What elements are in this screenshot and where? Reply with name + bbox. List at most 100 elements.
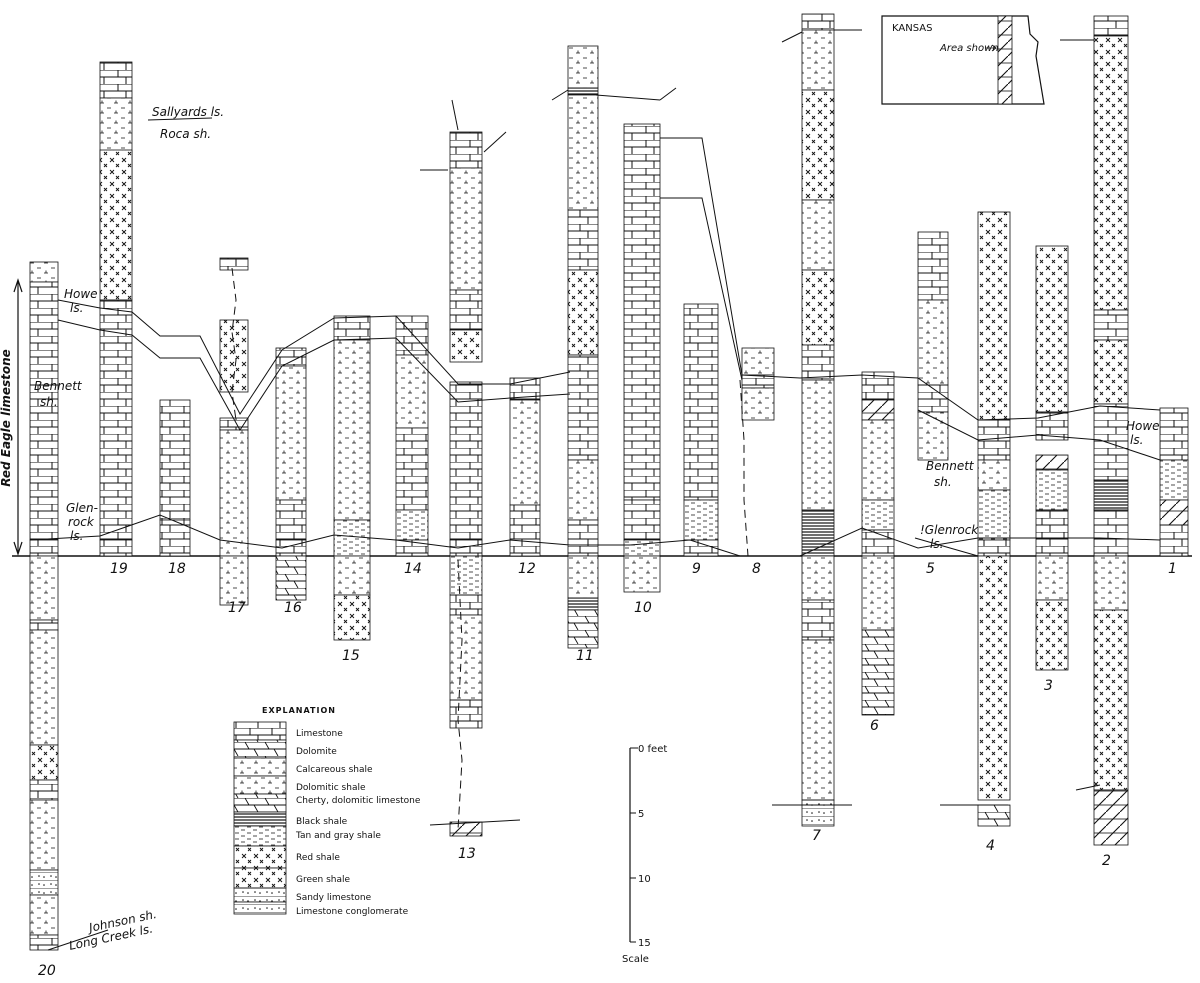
lithology-unit: [801, 13, 835, 31]
lithology-unit: [861, 399, 895, 421]
scale-caption: Scale: [622, 954, 649, 965]
lithology-unit: [801, 639, 835, 801]
section-number-8: 8: [752, 561, 761, 577]
lithology-unit: [29, 281, 59, 541]
lithology-unit: [29, 629, 59, 746]
lithology-unit: [623, 499, 661, 541]
label-howe-left-1: Howe: [64, 287, 98, 301]
lithology-unit: [567, 269, 599, 356]
lithology-unit: [1159, 459, 1189, 501]
lithology-unit: [801, 599, 835, 641]
legend-swatch: [233, 739, 287, 759]
label-howe-right-2: ls.: [1130, 433, 1143, 447]
lithology-unit: [99, 61, 133, 99]
label-glenrock-right-2: ls.: [930, 537, 943, 551]
lithology-unit: [567, 519, 599, 557]
section-number-9: 9: [692, 561, 701, 577]
lithology-unit: [29, 799, 59, 871]
label-glenrock-right-1: !Glenrock: [920, 523, 979, 537]
lithology-unit: [1159, 407, 1189, 461]
lithology-unit: [567, 609, 599, 649]
lithology-unit: [333, 315, 371, 341]
section-column-5: [917, 231, 949, 461]
lithology-unit: [449, 167, 483, 291]
legend-item: Tan and gray shale: [233, 825, 381, 847]
lithology-unit: [275, 499, 307, 541]
lithology-unit: [219, 319, 249, 393]
lithology-unit: [275, 365, 307, 501]
section-number-4: 4: [986, 838, 995, 854]
legend-label: Calcareous shale: [296, 765, 373, 775]
lithology-unit: [567, 87, 599, 96]
lithology-unit: [395, 315, 429, 356]
lithology-unit: [29, 934, 59, 951]
section-number-15: 15: [342, 648, 360, 664]
lithology-unit: [1093, 309, 1129, 341]
lithology-unit: [449, 555, 483, 596]
lithology-unit: [275, 347, 307, 367]
inset-state-label: KANSAS: [892, 23, 932, 34]
lithology-unit: [801, 555, 835, 601]
lithology-unit: [1093, 15, 1129, 37]
lithology-unit: [29, 869, 59, 896]
lithology-unit: [509, 399, 541, 506]
lithology-unit: [449, 289, 483, 331]
legend-item: Black shale: [233, 811, 348, 827]
lithology-unit: [977, 555, 1011, 801]
section-column-11: [567, 45, 599, 649]
lithology-unit: [29, 261, 59, 283]
label-bennett-right-2: sh.: [934, 475, 952, 489]
inset-area-label: Area shown: [939, 43, 999, 54]
legend-item: Green shale: [233, 867, 351, 889]
section-column-1: [1159, 407, 1189, 557]
lithology-unit: [29, 894, 59, 936]
section-number-6: 6: [870, 718, 879, 734]
lithology-unit: [333, 555, 371, 596]
legend-swatch: [233, 901, 287, 915]
legend-label: Red shale: [296, 853, 340, 863]
lithology-unit: [333, 519, 371, 557]
lithology-unit: [1159, 499, 1189, 526]
lithology-unit: [1093, 339, 1129, 405]
legend-label: Limestone: [296, 729, 343, 739]
lithology-unit: [567, 354, 599, 461]
label-glenrock-left-3: ls.: [70, 529, 83, 543]
label-bennett-left-1: Bennett: [34, 379, 83, 393]
lithology-unit: [99, 149, 133, 301]
lithology-unit: [567, 555, 599, 599]
lithology-unit: [741, 374, 775, 389]
lithology-unit: [449, 614, 483, 701]
section-column-8: [741, 347, 775, 421]
lithology-unit: [683, 499, 719, 541]
lithology-unit: [1035, 245, 1069, 413]
scale-zero-label: 0 feet: [638, 744, 667, 755]
section-column-2: [1093, 15, 1129, 846]
section-number-19: 19: [110, 561, 128, 577]
section-number-7: 7: [812, 828, 821, 844]
explanation-legend: EXPLANATION LimestoneDolomiteCalcareous …: [233, 706, 421, 917]
inferred-correlation-lines: [160, 137, 749, 831]
lithology-unit: [1035, 555, 1069, 601]
lithology-unit: [801, 269, 835, 346]
stratigraphic-columns: [29, 13, 1189, 951]
section-column-13: [449, 131, 483, 837]
lithology-unit: [977, 539, 1011, 557]
section-number-14: 14: [404, 561, 422, 577]
legend-item: Red shale: [233, 845, 340, 869]
lithology-unit: [219, 429, 249, 557]
section-number-20: 20: [38, 963, 56, 979]
section-column-17: [219, 257, 249, 606]
lithology-unit: [567, 209, 599, 271]
lithology-unit: [159, 399, 191, 521]
lithology-unit: [219, 555, 249, 606]
lithology-unit: [977, 804, 1011, 827]
lithology-unit: [1093, 479, 1129, 511]
section-number-10: 10: [634, 600, 652, 616]
correlation-lines: [29, 29, 1161, 951]
red-eagle-limestone-label: Red Eagle limestone: [0, 349, 13, 487]
legend-label: Dolomitic shale: [296, 783, 366, 793]
section-column-14: [395, 315, 429, 557]
lithology-unit: [801, 509, 835, 557]
